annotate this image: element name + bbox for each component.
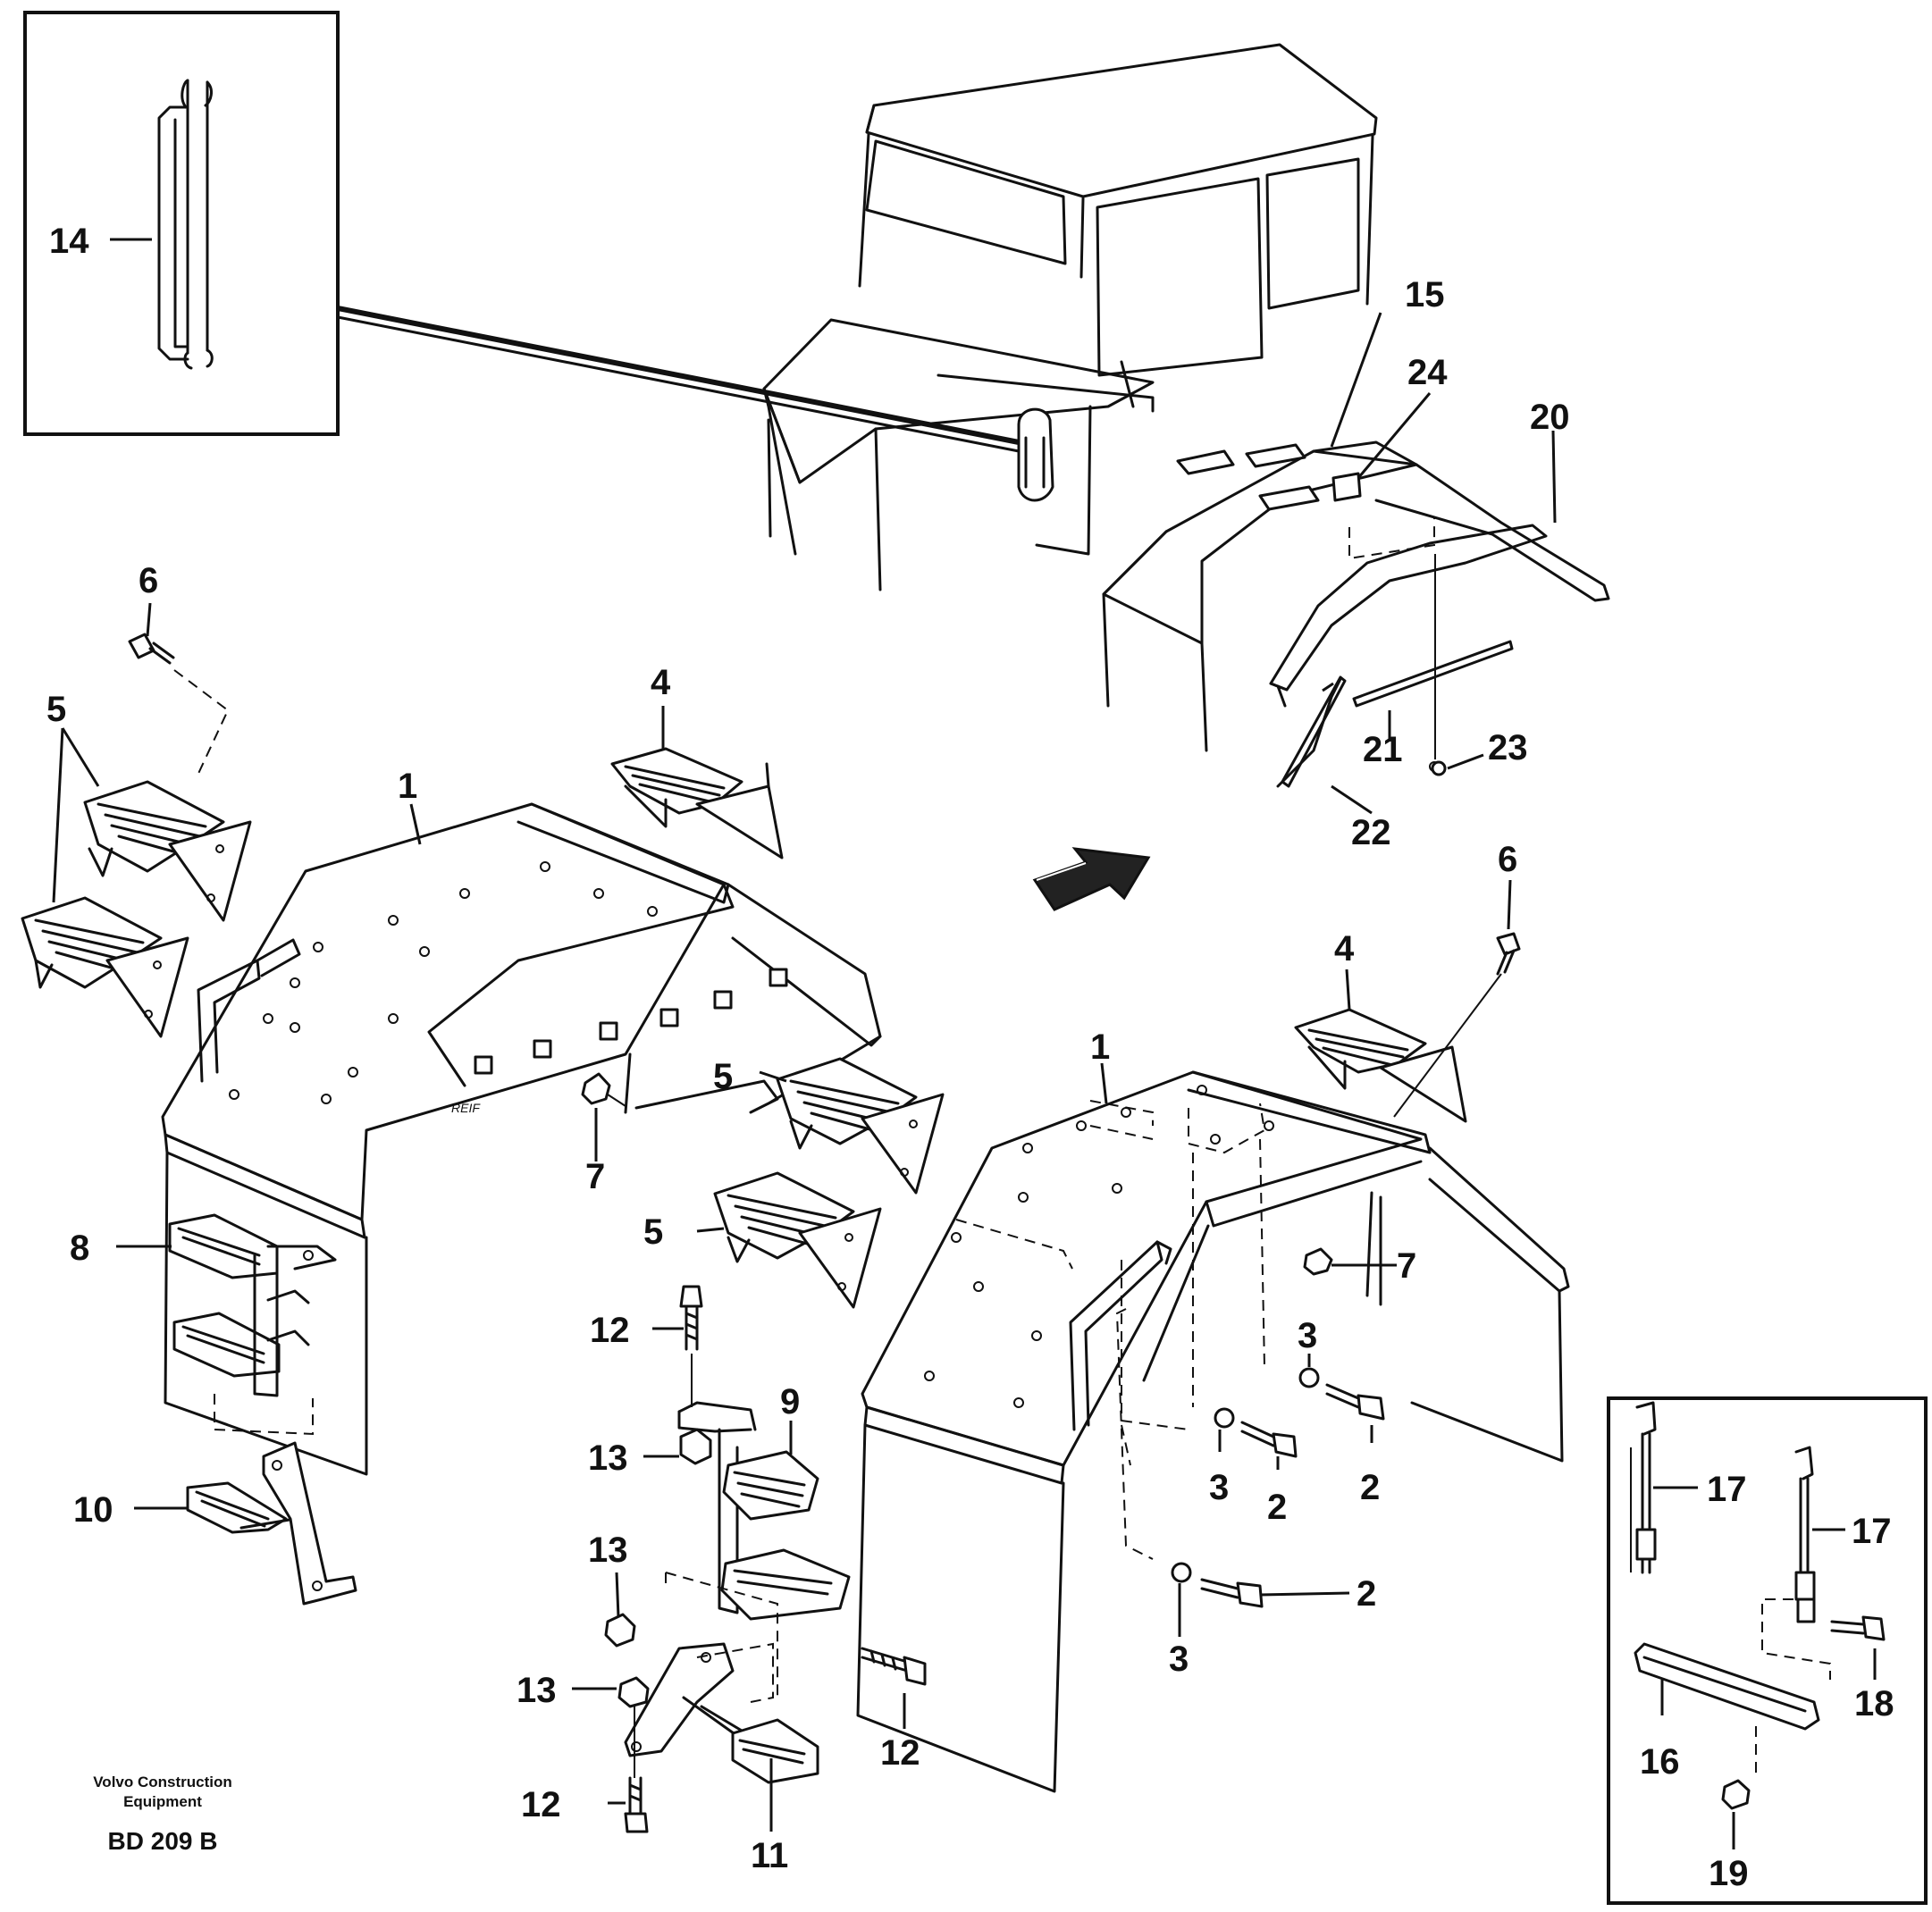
- fender-bolt-holes: [229, 861, 658, 1104]
- step-4-right: [1294, 1008, 1467, 1123]
- callout-13-lower: 13: [517, 1671, 557, 1710]
- callout-6-left: 6: [139, 561, 158, 600]
- callout-20: 20: [1530, 398, 1570, 437]
- washer-bolt-3-2-set-a: [1214, 1367, 1385, 1458]
- callout-1-left: 1: [398, 767, 417, 806]
- bolt-23: [1431, 760, 1447, 776]
- leader-lines: [52, 312, 1877, 1849]
- bolt-6-right: [1393, 932, 1521, 1118]
- step-11: [624, 1642, 819, 1784]
- brand-line-2: Equipment: [123, 1793, 202, 1810]
- bolt-12-lower: [624, 1776, 649, 1833]
- bolt-6-left: [128, 633, 230, 778]
- callout-15: 15: [1405, 275, 1445, 314]
- callout-17-right: 17: [1852, 1512, 1892, 1551]
- nut-13-middle: [604, 1613, 636, 1648]
- callout-18: 18: [1854, 1684, 1894, 1723]
- callout-13-upper: 13: [588, 1438, 628, 1478]
- callout-7-right: 7: [1397, 1246, 1416, 1286]
- right-fender-bolt-holes: [924, 1085, 1274, 1408]
- step-5-lower-left: [21, 896, 189, 1038]
- callout-16: 16: [1640, 1742, 1680, 1782]
- nut-7-left: [581, 1072, 626, 1107]
- step-5-center-lower: [713, 1171, 882, 1309]
- left-fender: REIF: [161, 802, 882, 1476]
- callout-12-lower: 12: [521, 1785, 561, 1824]
- cab-outline: [762, 43, 1378, 591]
- callout-6-right: 6: [1498, 840, 1517, 879]
- ladder-8: [168, 1213, 337, 1397]
- callout-14: 14: [49, 222, 89, 261]
- callout-2-b: 2: [1360, 1468, 1380, 1507]
- callout-10: 10: [73, 1490, 113, 1530]
- callout-2-a: 2: [1267, 1488, 1287, 1527]
- callout-3-a: 3: [1209, 1468, 1229, 1507]
- callout-17-left: 17: [1707, 1470, 1747, 1509]
- step-5-center-upper: [776, 1057, 945, 1195]
- callout-3-c: 3: [1169, 1639, 1189, 1679]
- callout-12-upper: 12: [590, 1311, 630, 1350]
- callout-3-b: 3: [1298, 1316, 1317, 1355]
- step-4-top-center: [610, 747, 784, 860]
- callout-8: 8: [70, 1229, 89, 1268]
- callout-19: 19: [1709, 1854, 1749, 1893]
- callout-7-left: 7: [585, 1157, 605, 1196]
- nut-7-right: [1303, 1247, 1333, 1276]
- callout-5-center-lower: 5: [643, 1212, 663, 1252]
- callout-2-c: 2: [1357, 1574, 1376, 1614]
- step-5-upper-left: [83, 780, 252, 922]
- callout-4-top: 4: [651, 663, 671, 702]
- callout-5-left: 5: [46, 690, 66, 729]
- washer-bolt-3-2-set-b: [1171, 1562, 1264, 1608]
- callout-22: 22: [1351, 813, 1391, 852]
- callout-23: 23: [1488, 728, 1528, 767]
- callout-24: 24: [1407, 353, 1448, 392]
- handle-detail-inset: [23, 11, 1020, 453]
- nut-13-lower: [617, 1676, 650, 1778]
- rear-fender-assembly: [1102, 440, 1610, 788]
- callout-4-right: 4: [1334, 929, 1355, 969]
- ladder-9: [665, 1401, 851, 1702]
- bolt-12-center: [861, 1647, 927, 1686]
- callout-1-right: 1: [1090, 1027, 1110, 1067]
- right-fender: [856, 1070, 1570, 1793]
- brand-line-1: Volvo Construction: [93, 1774, 232, 1790]
- nut-13-upper: [679, 1428, 712, 1465]
- callout-12-center: 12: [880, 1733, 920, 1773]
- callout-13-middle: 13: [588, 1530, 628, 1570]
- callout-21: 21: [1363, 730, 1403, 769]
- callout-9: 9: [780, 1382, 800, 1421]
- bolt-12-upper: [679, 1285, 703, 1407]
- strut-detail-inset: [1607, 1396, 1928, 1905]
- callout-5-center-upper: 5: [713, 1057, 733, 1096]
- step-10: [186, 1441, 357, 1606]
- drawing-footer: Volvo Construction Equipment BD 209 B: [93, 1774, 232, 1855]
- fender-mark-text: REIF: [451, 1101, 481, 1115]
- fender-clips: [474, 968, 788, 1075]
- direction-arrow: [1032, 847, 1151, 911]
- drawing-code: BD 209 B: [108, 1827, 218, 1855]
- callout-labels: 1 1 2 2 2 3 3 3 4 4 5 5 5 6 6 7 7 8 9 10…: [46, 222, 1894, 1893]
- callout-11: 11: [751, 1836, 788, 1875]
